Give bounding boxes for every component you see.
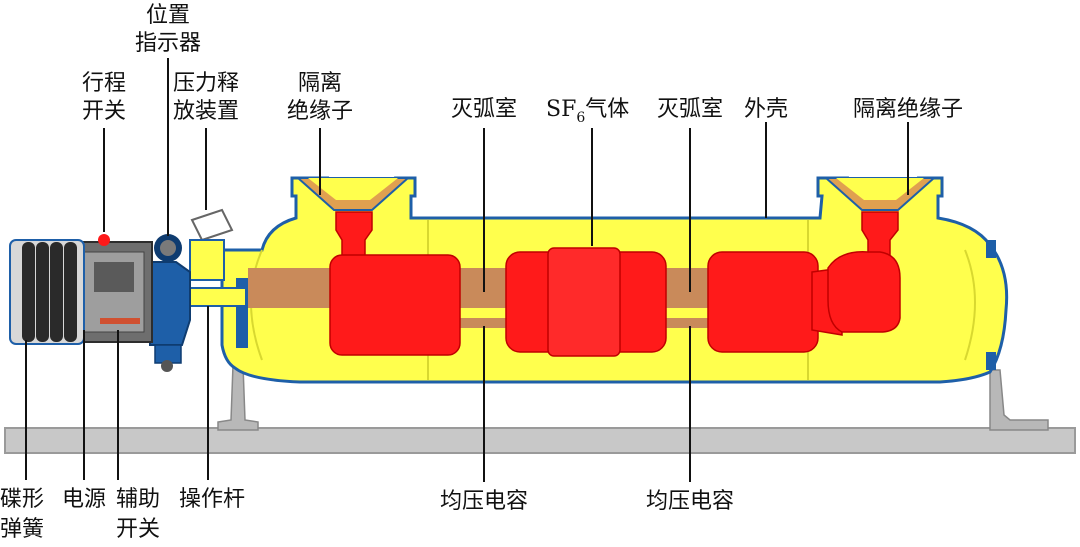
support-leg-right xyxy=(989,369,1049,431)
label-interrupter-left: 灭弧室 xyxy=(451,97,517,122)
red-conductor-parts xyxy=(329,211,901,357)
label-travel-switch-2: 开关 xyxy=(82,99,126,124)
label-interrupter-right: 灭弧室 xyxy=(657,97,723,122)
disc-spring-stack xyxy=(9,239,85,345)
label-isolating-insulator-right: 隔离绝缘子 xyxy=(853,97,963,122)
label-disc-spring-2: 弹簧 xyxy=(0,517,44,542)
label-enclosure: 外壳 xyxy=(744,97,788,122)
label-grading-capacitor-right: 均压电容 xyxy=(646,489,734,514)
grading-capacitor-rod-right xyxy=(660,318,720,328)
operating-rod-shape xyxy=(189,287,247,307)
pressure-relief-shape xyxy=(189,208,234,281)
label-auxiliary-switch-1: 辅助 xyxy=(116,487,160,512)
label-pressure-relief-2: 放装置 xyxy=(173,99,239,124)
label-sf6-gas: SF6气体 xyxy=(546,97,629,126)
support-leg-left xyxy=(217,364,259,431)
grading-capacitor-rod-left xyxy=(460,318,520,328)
label-power-supply: 电源 xyxy=(62,487,106,512)
mechanism-body xyxy=(75,234,153,343)
label-auxiliary-switch-2: 开关 xyxy=(116,517,160,542)
label-travel-switch-1: 行程 xyxy=(82,71,126,96)
label-isolating-insulator-left-2: 绝缘子 xyxy=(287,99,353,124)
label-pressure-relief-1: 压力释 xyxy=(173,71,239,96)
leader-lines xyxy=(25,58,909,482)
label-position-indicator-2: 指示器 xyxy=(135,31,201,56)
label-operating-rod: 操作杆 xyxy=(179,487,245,512)
label-grading-capacitor-left: 均压电容 xyxy=(440,489,528,514)
label-disc-spring-1: 碟形 xyxy=(0,487,44,512)
label-position-indicator-1: 位置 xyxy=(146,3,190,28)
base-rail xyxy=(4,427,1076,454)
label-isolating-insulator-left-1: 隔离 xyxy=(298,71,342,96)
isolating-insulator-left-shape xyxy=(295,177,411,211)
actuator-housing xyxy=(149,234,191,372)
